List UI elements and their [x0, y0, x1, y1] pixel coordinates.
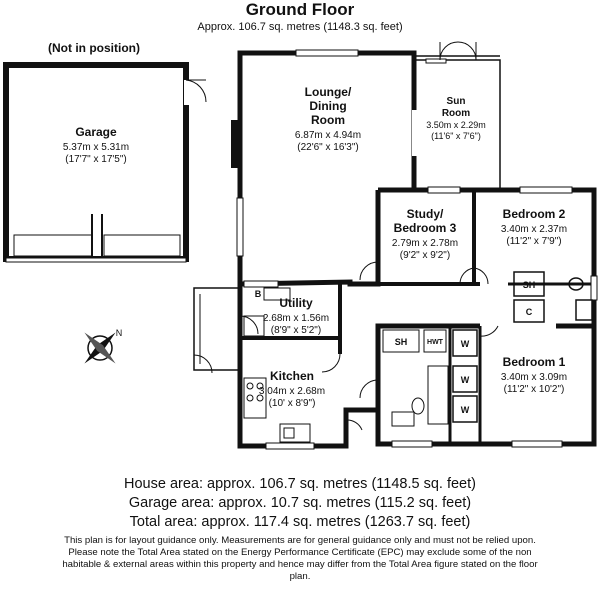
study-name-2: Bedroom 3 [394, 221, 457, 235]
lounge-sun-opening [412, 110, 417, 156]
house-walls [237, 50, 597, 449]
compass-north-label: N [116, 328, 123, 338]
study-imperial: (9'2" x 9'2") [400, 250, 450, 261]
bathroom-shower-label: SH [395, 337, 408, 347]
kitchen-imperial: (10' x 8'9") [269, 398, 316, 409]
bedroom1-imperial: (11'2" x 10'2") [504, 384, 565, 395]
disclaimer: This plan is for layout guidance only. M… [62, 535, 538, 582]
garage-area: Garage area: approx. 10.7 sq. metres (11… [128, 495, 472, 511]
garage-imperial: (17'7" x 17'5") [65, 154, 127, 165]
bedroom1-metric: 3.40m x 3.09m [501, 372, 567, 383]
total-area: Total area: approx. 117.4 sq. metres (12… [129, 514, 471, 530]
lounge-name-2: Dining [309, 99, 346, 113]
windows [236, 49, 598, 450]
sun-room-metric: 3.50m x 2.29m [426, 120, 486, 130]
bedroom2-name: Bedroom 2 [503, 207, 566, 221]
floor-plan: Garage 5.37m x 5.31m (17'7" x 17'5") [3, 41, 598, 450]
kitchen-fittings [243, 377, 311, 443]
garage-door-right [103, 234, 181, 257]
lounge-name-1: Lounge/ [305, 85, 352, 99]
utility-metric: 2.68m x 1.56m [263, 313, 329, 324]
bedroom2-imperial: (11'2" x 7'9") [506, 236, 561, 247]
bathroom-fittings [382, 329, 449, 427]
bedroom2-metric: 3.40m x 2.37m [501, 224, 567, 235]
lounge-metric: 6.87m x 4.94m [295, 130, 361, 141]
sun-room-imperial: (11'6" x 7'6") [431, 131, 481, 141]
lounge-imperial: (22'6" x 16'3") [297, 142, 359, 153]
utility-name: Utility [279, 296, 313, 310]
fireplace [231, 120, 241, 168]
wardrobe-2-label: W [461, 375, 470, 385]
cupboard-label: C [526, 307, 533, 317]
utility-imperial: (8'9" x 5'2") [271, 325, 321, 336]
sun-room-name-1: Sun [447, 96, 466, 107]
wardrobe-3-label: W [461, 405, 470, 415]
study-metric: 2.79m x 2.78m [392, 238, 458, 249]
sun-room-name-2: Room [442, 108, 470, 119]
kitchen-name: Kitchen [270, 369, 314, 383]
lounge-name-3: Room [311, 113, 345, 127]
floor-area-subtitle: Approx. 106.7 sq. metres (1148.3 sq. fee… [197, 21, 403, 33]
garage-door-left [13, 234, 93, 257]
garage-side-door [185, 79, 207, 103]
garage-name: Garage [75, 125, 117, 139]
garage-not-in-position-note: (Not in position) [48, 41, 140, 55]
ensuite-fittings [513, 271, 593, 323]
compass-icon [84, 332, 116, 364]
garage [3, 62, 207, 263]
wardrobes [452, 329, 478, 423]
utility-fittings [243, 287, 291, 337]
wardrobe-1-label: W [461, 339, 470, 349]
house-area: House area: approx. 106.7 sq. metres (11… [124, 476, 476, 492]
sun-room-doors [439, 41, 477, 61]
floor-title: Ground Floor [245, 0, 355, 19]
utility-porch [193, 287, 240, 374]
study-name-1: Study/ [407, 207, 444, 221]
internal-doors [239, 261, 499, 431]
bedroom1-name: Bedroom 1 [503, 355, 566, 369]
ensuite-shower-label: SH [523, 280, 536, 290]
kitchen-metric: 3.04m x 2.68m [259, 386, 325, 397]
garage-metric: 5.37m x 5.31m [63, 142, 129, 153]
hot-water-tank-label: HWT [427, 339, 444, 346]
boiler-label: B [255, 289, 262, 299]
